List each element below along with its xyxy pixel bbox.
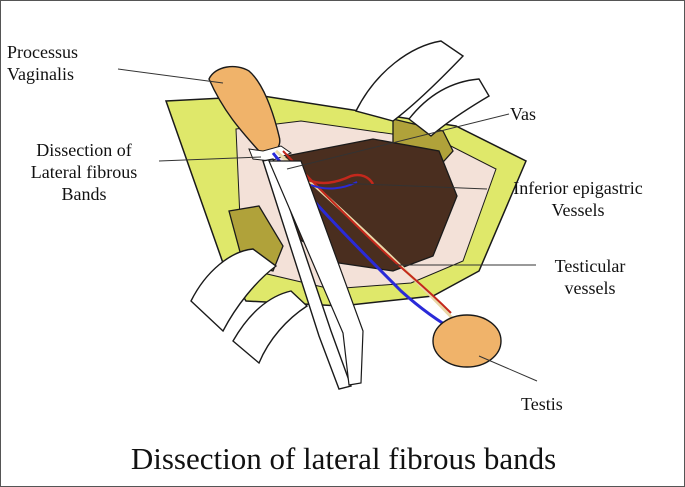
leader-processus xyxy=(117,68,224,84)
label-processus-vaginalis: Processus Vaginalis xyxy=(7,42,78,84)
leader-epigastric xyxy=(335,182,488,190)
testicular-artery xyxy=(282,150,452,314)
label-testicular-vessels: Testicular vessels xyxy=(554,256,626,298)
upper-finger-2 xyxy=(408,78,490,137)
lower-finger xyxy=(190,248,278,333)
lower-finger-2 xyxy=(232,290,309,365)
forceps xyxy=(262,158,352,390)
testis-body xyxy=(432,314,502,368)
label-testis: Testis xyxy=(521,394,563,414)
label-inferior-epigastric: Inferior epigastric Vessels xyxy=(513,178,643,220)
leader-dissection xyxy=(158,156,262,162)
leader-testis xyxy=(478,355,538,382)
leader-vas xyxy=(286,113,510,170)
processus-vaginalis-sac xyxy=(208,65,281,154)
inferior-epigastric-vessels xyxy=(305,173,375,185)
figure-caption: Dissection of lateral fibrous bands xyxy=(130,441,557,476)
forceps-blade xyxy=(268,160,364,386)
label-dissection-lateral: Dissection of Lateral fibrous Bands xyxy=(30,140,138,204)
label-vas: Vas xyxy=(510,104,536,124)
upper-finger xyxy=(354,40,465,122)
